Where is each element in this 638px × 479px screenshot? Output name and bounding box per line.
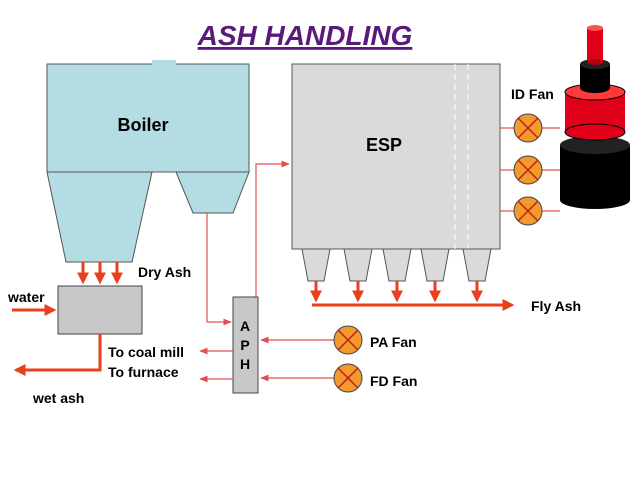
esp-hopper-1	[301, 248, 331, 282]
chimney-stack	[560, 25, 630, 209]
water-label: water	[7, 289, 45, 305]
aph-letter-a: A	[240, 318, 250, 334]
fd-fan-label: FD Fan	[370, 373, 417, 389]
esp-label: ESP	[366, 135, 402, 155]
to-coal-mill-label: To coal mill	[108, 344, 184, 360]
id-fan-2-icon	[513, 155, 543, 185]
esp-hopper-4	[420, 248, 450, 282]
esp-hopper-3	[382, 248, 412, 282]
bottom-ash-flow	[77, 262, 123, 285]
aph: A P H	[232, 296, 259, 394]
esp-hopper-5	[462, 248, 492, 282]
id-fan-3-icon	[513, 196, 543, 226]
aph-letter-p: P	[240, 337, 249, 353]
aph-letter-h: H	[240, 356, 250, 372]
fly-ash-flow	[310, 281, 515, 311]
boiler-hopper-right	[175, 171, 250, 214]
fd-fan-icon	[333, 363, 363, 393]
to-furnace-label: To furnace	[108, 364, 179, 380]
wet-ash-label: wet ash	[32, 390, 84, 406]
dry-ash-label: Dry Ash	[138, 264, 191, 280]
dry-ash-line	[206, 213, 232, 326]
pa-fan-icon	[333, 325, 363, 355]
esp-hopper-2	[343, 248, 373, 282]
pa-fan-label: PA Fan	[370, 334, 417, 350]
fly-ash-label: Fly Ash	[531, 298, 581, 314]
id-fan-label: ID Fan	[511, 86, 554, 102]
ash-sluice-tank	[57, 285, 143, 335]
id-fan-1-icon	[513, 113, 543, 143]
flue-gas-line	[255, 160, 290, 322]
wet-ash-line	[13, 334, 102, 376]
boiler-label: Boiler	[117, 115, 168, 135]
id-fan-connections	[500, 127, 560, 212]
boiler-hopper-left	[46, 171, 153, 263]
boiler: Boiler	[46, 60, 250, 263]
diagram-title: ASH HANDLING	[197, 20, 413, 51]
esp: ESP	[291, 63, 501, 282]
